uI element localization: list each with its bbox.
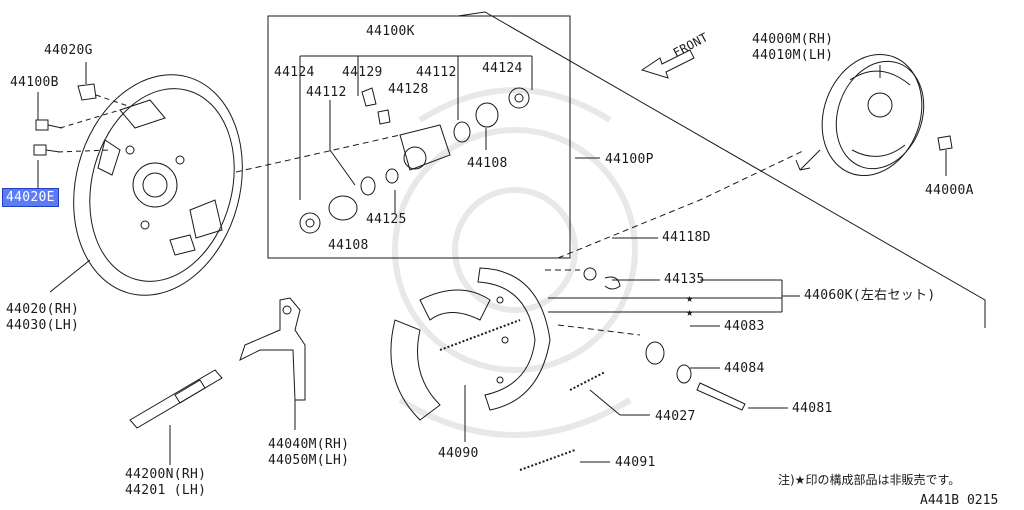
label-44201-lh: 44201 (LH) — [125, 483, 207, 498]
label-44100P: 44100P — [605, 152, 654, 167]
label-44128: 44128 — [388, 82, 429, 97]
down-arrow-icon — [795, 149, 821, 171]
wheel-cylinder-parts — [299, 55, 533, 234]
label-44108-right: 44108 — [467, 156, 508, 171]
label-44000A: 44000A — [925, 183, 974, 198]
label-44084: 44084 — [724, 361, 765, 376]
label-44050M-lh: 44050M(LH) — [268, 453, 350, 468]
label-44200N-rh: 44200N(RH) — [125, 467, 207, 482]
watermark-emblem — [392, 87, 638, 438]
footnote: 注)★印の構成部品は非販売です。 — [778, 473, 961, 487]
brake-assembly — [821, 53, 953, 177]
label-44124-left: 44124 — [274, 65, 315, 80]
front-arrow-icon — [640, 49, 695, 79]
label-44081: 44081 — [792, 401, 833, 416]
label-44020E-highlighted[interactable]: 44020E — [2, 188, 59, 207]
label-44112-left: 44112 — [306, 85, 347, 100]
wheel-cylinder-kit-box — [267, 15, 571, 259]
label-44020G: 44020G — [44, 43, 93, 58]
label-44100B: 44100B — [10, 75, 59, 90]
label-44027: 44027 — [655, 409, 696, 424]
label-44129: 44129 — [342, 65, 383, 80]
label-44091: 44091 — [615, 455, 656, 470]
backing-plate — [73, 74, 243, 296]
label-44060K: 44060K(左右セット) — [804, 288, 936, 303]
brake-shoes — [390, 267, 606, 471]
label-44108-left: 44108 — [328, 238, 369, 253]
label-44124-right: 44124 — [482, 61, 523, 76]
label-44030-lh: 44030(LH) — [6, 318, 80, 333]
label-44125: 44125 — [366, 212, 407, 227]
label-44100K: 44100K — [366, 24, 415, 39]
label-44112-right: 44112 — [416, 65, 457, 80]
label-44083: 44083 — [724, 319, 765, 334]
label-44090: 44090 — [438, 446, 479, 461]
label-44010M-lh: 44010M(LH) — [752, 48, 834, 63]
parking-lever — [239, 297, 306, 401]
star-marker-2: ★ — [686, 305, 694, 319]
label-44040M-rh: 44040M(RH) — [268, 437, 350, 452]
bolt-44100B — [33, 83, 97, 156]
label-44020-rh: 44020(RH) — [6, 302, 80, 317]
star-marker-1: ★ — [686, 291, 694, 305]
diagram-code: A441B 0215 — [920, 493, 999, 508]
label-44118D: 44118D — [662, 230, 711, 245]
label-44000M-rh: 44000M(RH) — [752, 32, 834, 47]
adjuster-assembly — [129, 369, 223, 429]
label-44135: 44135 — [664, 272, 705, 287]
